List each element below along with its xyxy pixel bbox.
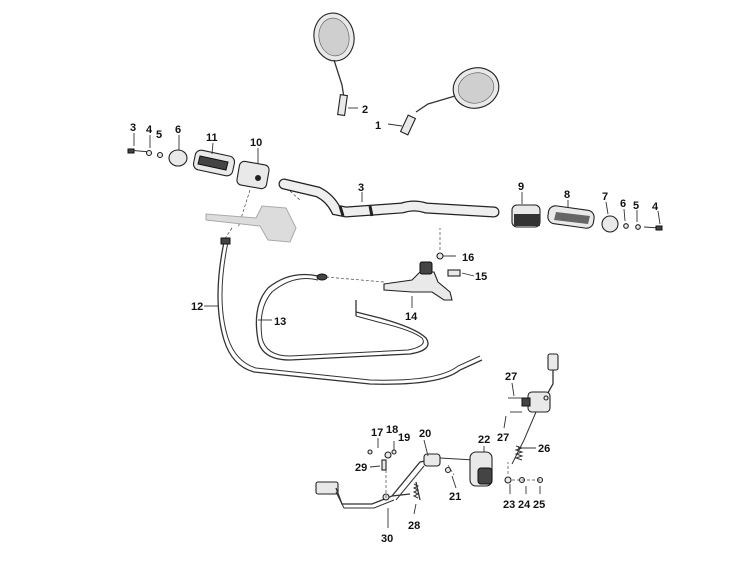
brake-lever <box>383 252 461 301</box>
callout-19: 19 <box>398 432 410 444</box>
callout-5-left: 5 <box>156 129 162 141</box>
callout-11: 11 <box>206 132 218 144</box>
handlebar <box>278 178 500 218</box>
callout-26: 26 <box>538 443 550 455</box>
callout-27-top: 27 <box>505 371 517 383</box>
callout-23: 23 <box>503 499 515 511</box>
callout-5-right: 5 <box>633 200 639 212</box>
brake-light-switch <box>508 353 559 465</box>
left-mirror <box>313 12 355 117</box>
callout-16: 16 <box>462 252 474 264</box>
callout-8: 8 <box>564 189 570 201</box>
callout-4-left: 4 <box>146 124 153 136</box>
right-grip-assembly <box>511 204 663 233</box>
callout-14: 14 <box>405 311 418 323</box>
callout-24: 24 <box>518 499 531 511</box>
callout-15: 15 <box>475 271 487 283</box>
callout-17: 17 <box>371 427 383 439</box>
callout-13: 13 <box>274 316 286 328</box>
callout-21: 21 <box>449 491 461 503</box>
ghost-clutch-lever <box>205 205 297 243</box>
callout-2: 2 <box>362 104 368 116</box>
callout-3-left: 3 <box>130 122 136 134</box>
callout-27-bottom: 27 <box>497 432 509 444</box>
callout-30: 30 <box>381 533 393 545</box>
rear-brake-pedal <box>315 449 544 509</box>
callout-4-right: 4 <box>652 201 659 213</box>
throttle-cable <box>255 273 429 361</box>
callout-labels: 1 2 3 3 4 4 5 5 6 6 7 8 9 10 11 12 13 14… <box>130 104 659 545</box>
leader-lines <box>133 107 661 528</box>
clutch-cable <box>217 237 483 385</box>
callout-28: 28 <box>408 520 420 532</box>
callout-25: 25 <box>533 499 545 511</box>
callout-12: 12 <box>191 301 203 313</box>
callout-6-right: 6 <box>620 198 626 210</box>
callout-7: 7 <box>602 191 608 203</box>
callout-29: 29 <box>355 462 367 474</box>
callout-9: 9 <box>518 181 524 193</box>
callout-20: 20 <box>419 428 431 440</box>
callout-6-left: 6 <box>175 124 181 136</box>
callout-18: 18 <box>386 424 398 436</box>
callout-1: 1 <box>375 120 381 132</box>
left-grip-assembly <box>127 148 270 190</box>
right-mirror <box>399 67 500 136</box>
callout-3-handlebar: 3 <box>358 182 364 194</box>
callout-10: 10 <box>250 137 262 149</box>
callout-22: 22 <box>478 434 490 446</box>
